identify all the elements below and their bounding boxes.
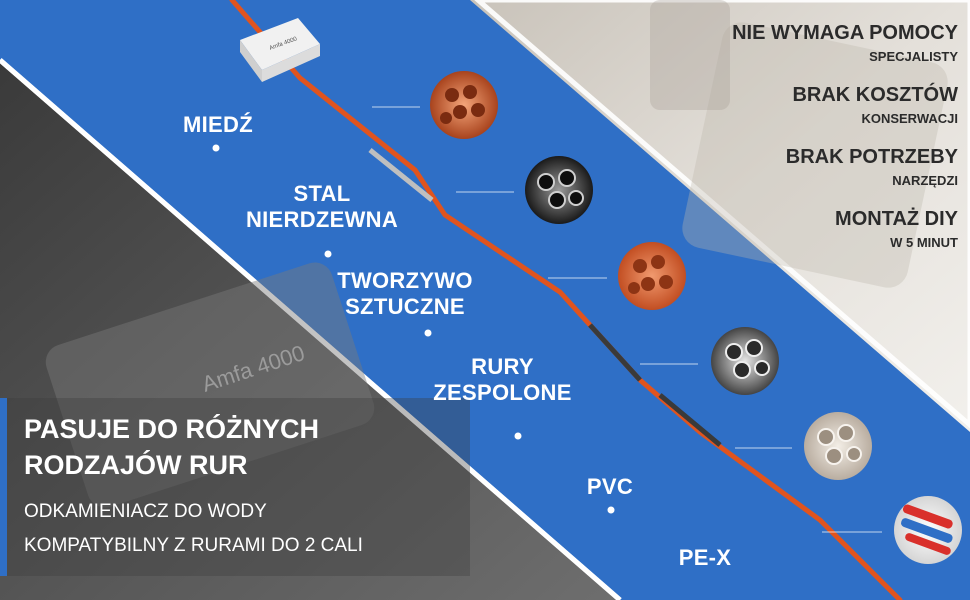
pipe-label-line: STAL [293, 181, 351, 206]
pvc-pipes-icon [804, 412, 872, 480]
pipe-label-composite: RURY ZESPOLONE [420, 354, 585, 406]
pipe-label-line: ZESPOLONE [433, 380, 572, 405]
pipe-label-line: RURY [471, 354, 534, 379]
label-dot [514, 432, 522, 440]
feature-title: BRAK KOSZTÓW [792, 84, 958, 106]
label-dot [212, 144, 220, 152]
pipe-label-line: TWORZYWO [337, 268, 473, 293]
copper-pipes-icon [430, 71, 498, 139]
pipe-label-pex: PE-X [665, 545, 745, 571]
composite-pipes-icon [711, 327, 779, 395]
pipe-label-line: NIERDZEWNA [245, 207, 399, 232]
steel-pipes-icon [525, 156, 593, 224]
pipe-label-line: MIEDŹ [183, 112, 253, 137]
feature-title: MONTAŻ DIY [835, 208, 958, 230]
device-box: Amfa 4000 [240, 18, 320, 82]
label-dot [607, 506, 615, 514]
pipe-label-plastic: TWORZYWO SZTUCZNE [320, 268, 490, 320]
plastic-pipes-icon [618, 242, 686, 310]
subline-line: KOMPATYBILNY Z RURAMI DO 2 CALI [24, 535, 363, 556]
pipe-label-steel: STAL NIERDZEWNA [232, 181, 412, 233]
feature-title: NIE WYMAGA POMOCY [732, 22, 958, 44]
pipe-label-line: PVC [586, 474, 634, 499]
pipe-label-pvc: PVC [570, 474, 650, 500]
pex-pipes-icon [894, 496, 962, 564]
feature-title: BRAK POTRZEBY [785, 146, 958, 168]
pipe-label-line: SZTUCZNE [345, 294, 465, 319]
feature-subtitle: NARZĘDZI [892, 173, 958, 188]
feature-subtitle: W 5 MINUT [890, 235, 958, 250]
pipe-label-line: PE-X [678, 545, 732, 570]
headline-accent-bar [0, 398, 7, 576]
headline-line: PASUJE DO RÓŻNYCH [24, 414, 320, 444]
pipe-label-copper: MIEDŹ [168, 112, 268, 138]
label-dot [324, 250, 332, 258]
headline-line: RODZAJÓW RUR [24, 450, 248, 480]
feature-subtitle: KONSERWACJI [861, 111, 958, 126]
label-dot [424, 329, 432, 337]
subline-line: ODKAMIENIACZ DO WODY [24, 501, 267, 522]
feature-subtitle: SPECJALISTY [869, 49, 958, 64]
